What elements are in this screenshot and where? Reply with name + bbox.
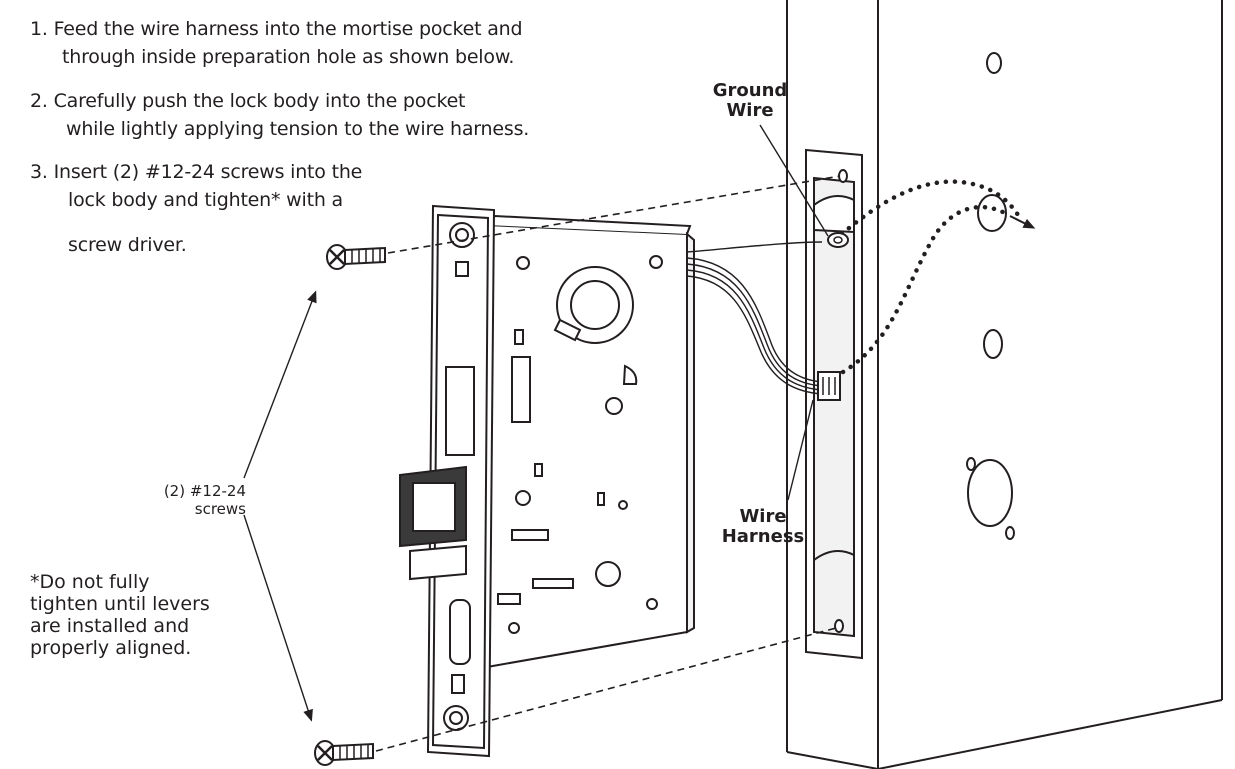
step-3-line-1: 3. Insert (2) #12-24 screws into the — [30, 161, 363, 183]
screws-label: (2) #12-24 screws — [120, 482, 246, 518]
step-1-line-2: through inside preparation hole as shown… — [62, 46, 515, 68]
footnote-line-2: tighten until levers — [30, 593, 210, 615]
footnote-line-3: are installed and — [30, 615, 190, 637]
ground-wire-label-line-1: Ground — [712, 80, 788, 101]
step-3-line-3: screw driver. — [68, 234, 187, 256]
footnote-line-1: *Do not fully — [30, 571, 150, 593]
screw-bottom — [314, 740, 374, 766]
callout-leaders — [243, 124, 829, 722]
screw-top — [326, 244, 386, 270]
wire-harness-label: Wire Harness — [713, 507, 813, 547]
step-3-line-2: lock body and tighten* with a — [68, 189, 343, 211]
wire-harness — [686, 241, 823, 395]
lock-body — [486, 214, 695, 669]
lock-faceplate — [399, 204, 496, 758]
step-1-line-1: 1. Feed the wire harness into the mortis… — [30, 18, 523, 40]
wire-harness-label-line-1: Wire — [739, 506, 787, 527]
footnote-line-4: properly aligned. — [30, 637, 192, 659]
wire-routing-paths — [832, 179, 1023, 375]
screws-label-line-1: (2) #12-24 — [163, 482, 246, 500]
alignment-lines — [375, 175, 841, 752]
ground-wire-label-line-2: Wire — [726, 100, 774, 121]
door-illustration — [786, 0, 1223, 769]
step-2-line-1: 2. Carefully push the lock body into the… — [30, 90, 466, 112]
screws-label-line-2: screws — [194, 500, 246, 518]
door-face-holes — [966, 52, 1015, 540]
door-mortise-face — [805, 148, 863, 660]
tightening-footnote: *Do not fully tighten until levers are i… — [30, 571, 260, 659]
ground-wire-label: Ground Wire — [700, 81, 800, 121]
step-2-line-2: while lightly applying tension to the wi… — [66, 118, 530, 140]
wire-harness-label-line-2: Harness — [721, 526, 805, 547]
